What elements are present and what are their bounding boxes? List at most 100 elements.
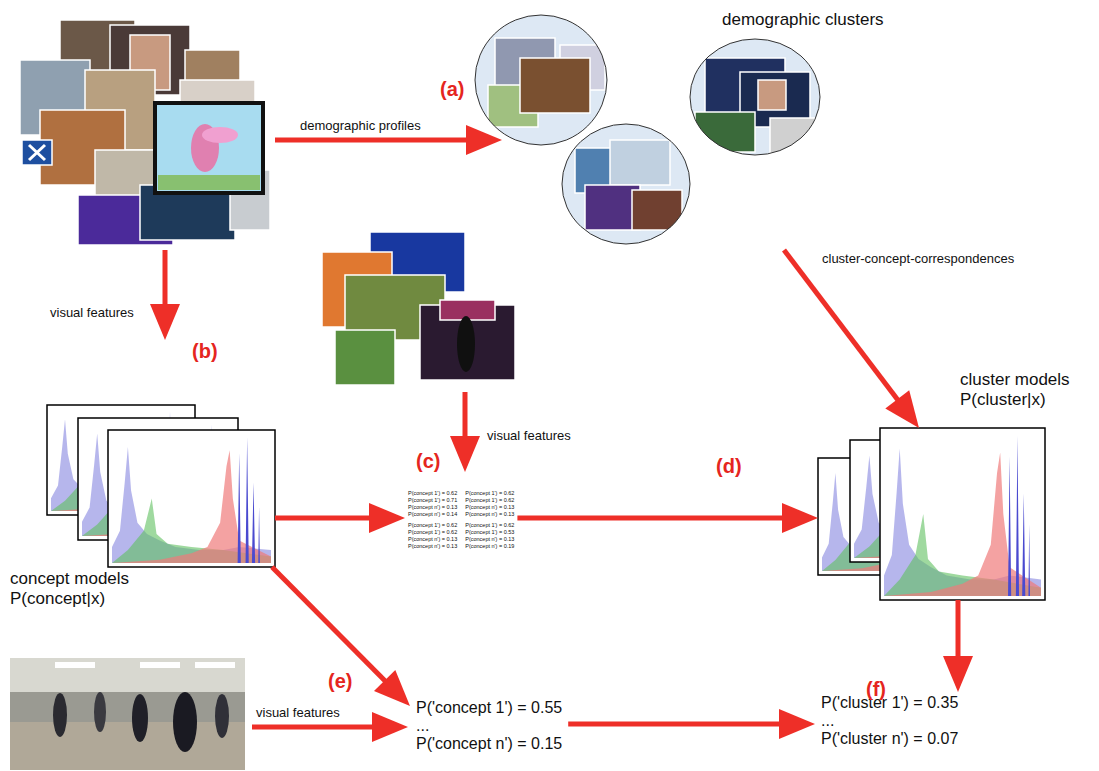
connector-arrow <box>272 567 410 706</box>
video-collage <box>457 316 475 372</box>
histogram-panel <box>112 437 271 563</box>
probability-value: P('concept n') = 0.15 <box>416 735 562 753</box>
histogram-panel <box>880 428 1045 600</box>
test-video <box>173 692 197 752</box>
table-cell: P(concept 1') = 0.62 <box>465 490 514 497</box>
test-video <box>215 694 229 738</box>
probability-value: ... <box>821 712 958 730</box>
connector-line <box>517 516 788 521</box>
cluster-ellipse <box>690 39 820 155</box>
histogram-panel <box>47 405 275 567</box>
connector-arrow <box>517 503 818 533</box>
cluster-ellipse <box>562 124 690 244</box>
histogram-panel <box>108 430 275 567</box>
feature-arrow <box>463 392 468 440</box>
arrow-label: visual features <box>256 705 340 720</box>
table-cell: P(concept 1') = 0.62 <box>408 490 457 497</box>
video-collage <box>322 232 515 385</box>
feature-arrow <box>150 304 180 340</box>
test-video <box>10 658 245 692</box>
cluster-ellipse <box>475 15 607 145</box>
test-video <box>53 693 67 737</box>
arrow-head <box>369 503 405 533</box>
arrow-head <box>943 656 973 692</box>
table-cell: P(concept 1') = 0.62 <box>408 529 457 536</box>
cluster-ellipse <box>475 15 607 145</box>
cluster-ellipse <box>632 190 682 230</box>
cluster-ellipse <box>695 112 755 152</box>
table-cell: P(concept n') = 0.19 <box>465 543 514 550</box>
test-video <box>55 662 95 668</box>
cluster-ellipse <box>475 15 607 145</box>
histogram-panel <box>884 436 1041 596</box>
table-cell: P(concept n') = 0.13 <box>465 511 514 518</box>
test-video <box>10 722 245 770</box>
connector-line <box>784 250 901 404</box>
cluster-ellipse <box>562 124 690 244</box>
cluster-ellipse <box>758 80 786 110</box>
connector-arrow <box>784 250 919 428</box>
table-cell: P(concept 1') = 0.53 <box>465 529 514 536</box>
video-collage <box>202 127 238 143</box>
histogram-panel <box>818 428 1045 600</box>
probability-table: P(concept 1') = 0.62P(concept 1') = 0.62… <box>405 487 517 553</box>
cluster-ellipse <box>562 124 690 244</box>
arrow-head <box>779 709 815 739</box>
cluster-ellipse <box>690 39 820 155</box>
model-stack: cluster models P(cluster|x) <box>818 428 1045 600</box>
feature-arrow <box>252 725 376 730</box>
cluster-ellipse <box>610 140 670 185</box>
table-cell: P(concept n') = 0.13 <box>408 536 457 543</box>
model-caption: cluster models P(cluster|x) <box>960 370 1088 410</box>
arrow-head <box>374 670 410 706</box>
step-letter: (d) <box>716 455 742 477</box>
connector-line <box>956 600 961 662</box>
cluster-group: demographic clusters <box>470 6 900 250</box>
edge-label: cluster-concept-correspondences <box>822 251 1014 266</box>
table-cell: P(concept 1') = 0.71 <box>408 497 457 504</box>
test-video <box>140 662 180 668</box>
video-collage <box>155 103 263 193</box>
table-cell: P(concept n') = 0.13 <box>465 536 514 543</box>
cluster-ellipse <box>695 58 815 153</box>
result-list: P('concept 1') = 0.55...P('concept n') =… <box>410 697 568 755</box>
video-collage <box>20 20 270 245</box>
feature-arrow <box>150 125 502 742</box>
arrow-head <box>782 503 818 533</box>
connector-line <box>568 722 785 727</box>
step-letter: (b) <box>192 340 218 362</box>
group-heading: demographic clusters <box>722 10 884 30</box>
video-collage <box>158 175 260 190</box>
step-letter: (e) <box>328 670 352 692</box>
test-video <box>195 662 235 668</box>
video-collage <box>22 140 52 165</box>
video-collage <box>29 145 45 160</box>
cluster-ellipse <box>488 38 605 127</box>
connector-arrow <box>568 709 815 739</box>
result-list: P('cluster 1') = 0.35...P('cluster n') =… <box>815 692 964 750</box>
table-cell: P(concept 1') = 0.62 <box>465 522 514 529</box>
test-video <box>10 658 245 770</box>
step-letter: (a) <box>440 78 464 100</box>
step-letter: (c) <box>416 450 440 472</box>
feature-arrow <box>450 436 480 472</box>
feature-arrow <box>275 138 470 143</box>
video-collage <box>335 330 395 385</box>
cluster-ellipse <box>690 39 820 155</box>
table-cell: P(concept n') = 0.13 <box>408 543 457 550</box>
probability-value: ... <box>416 717 562 735</box>
feature-arrow <box>372 712 408 742</box>
model-caption: concept models P(concept|x) <box>10 569 145 609</box>
connector-arrow <box>943 600 973 692</box>
probability-value: P('cluster n') = 0.07 <box>821 730 958 748</box>
cluster-ellipse <box>770 118 815 153</box>
test-video <box>94 692 106 732</box>
arrow-head <box>885 390 919 428</box>
table-cell: P(concept n') = 0.13 <box>408 504 457 511</box>
connector-line <box>275 516 375 521</box>
probability-value: P('concept 1') = 0.55 <box>416 699 562 717</box>
